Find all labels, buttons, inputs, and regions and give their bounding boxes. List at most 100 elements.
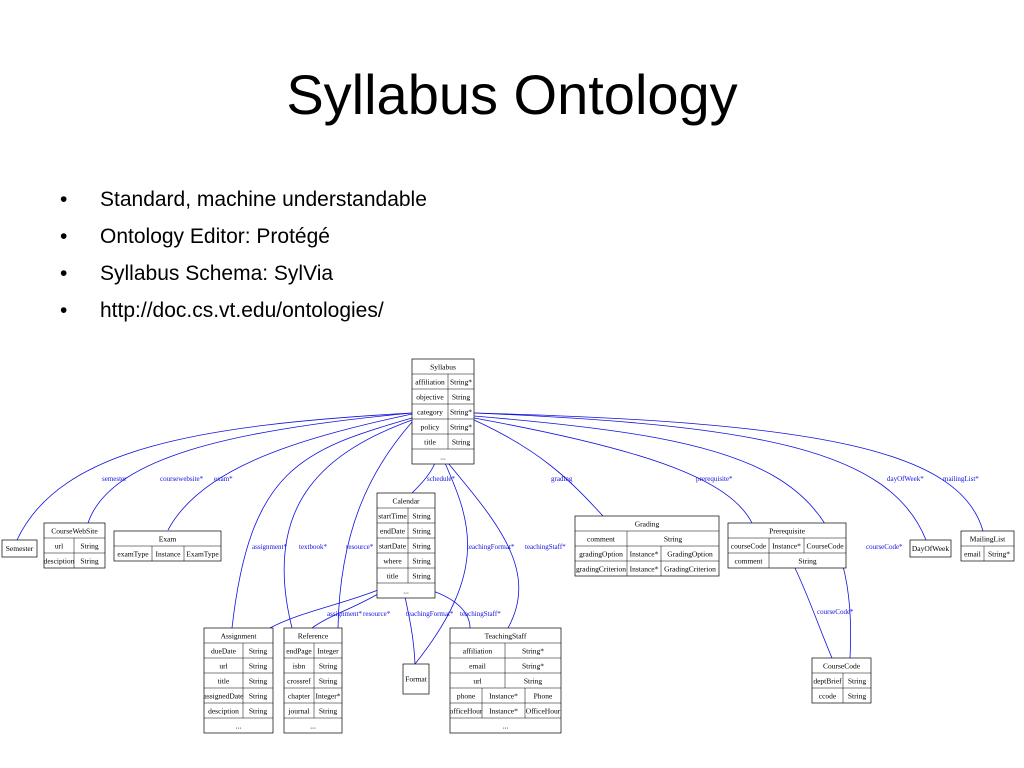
row-cell: email	[469, 662, 486, 671]
row-cell: affiliation	[415, 378, 445, 387]
node-box	[727, 522, 847, 569]
row-cell: crossref	[287, 677, 311, 686]
row-cell: phone	[457, 692, 476, 701]
edge-resource	[337, 421, 413, 629]
edge-label-cal-teachingstaff: teachingStaff*	[460, 610, 501, 618]
bullet-text: Standard, machine understandable	[100, 188, 427, 211]
bullet-text: Syllabus Schema: SylVia	[100, 262, 334, 285]
edge-label-mailinglist: mailingList*	[943, 475, 979, 483]
edge-teachingstaff	[447, 462, 519, 629]
edge-label-coursewebsite: coursewebsite*	[160, 475, 204, 483]
row-cell: Integer*	[316, 692, 341, 701]
row-cell: GradingOption	[667, 550, 713, 559]
edge-label-textbook: textbook*	[299, 543, 327, 551]
row-cell: startTime	[378, 512, 407, 521]
row-cell: String	[412, 542, 431, 551]
row-cell: String	[412, 557, 431, 566]
row-cell: email	[964, 550, 981, 559]
row-cell: String	[249, 692, 268, 701]
row-cell: String	[452, 438, 471, 447]
row-cell: Instance*	[772, 542, 801, 551]
edge-exam	[167, 413, 413, 531]
node-box	[402, 663, 430, 695]
node-semester: Semester	[1, 539, 38, 558]
row-cell: String	[249, 677, 268, 686]
row-cell: String	[452, 393, 471, 402]
row-cell: examType	[117, 550, 149, 559]
row-cell: url	[473, 677, 481, 686]
node-title: Format	[405, 675, 428, 684]
row-cell: GradingCriterion	[664, 565, 716, 574]
row-cell: deptBrief	[813, 677, 842, 686]
node-box	[811, 657, 872, 704]
row-cell: ccode	[819, 692, 837, 701]
edge-label-teachingstaff: teachingStaff*	[525, 543, 566, 551]
node-title: TeachingStaff	[485, 632, 527, 641]
row-cell: String	[249, 707, 268, 716]
node-title: MailingList	[970, 535, 1006, 544]
row-cell: String	[412, 572, 431, 581]
slide-title: Syllabus Ontology	[286, 63, 738, 126]
edge-dayofweek	[473, 412, 927, 541]
row-cell: String	[319, 662, 338, 671]
bullet-item: • Ontology Editor: Protégé	[60, 223, 427, 260]
node-box	[1, 539, 38, 558]
row-cell: isbn	[293, 662, 306, 671]
edge-label-dayofweek: dayOfWeek*	[887, 475, 924, 483]
edge-label-assignment: assignment*	[252, 543, 287, 551]
edge-grading	[473, 419, 604, 517]
row-cell: chapter	[288, 692, 311, 701]
edge-semester	[16, 412, 413, 541]
row-ellipsis: ...	[236, 722, 242, 731]
node-box	[376, 492, 436, 599]
row-cell: String	[524, 677, 543, 686]
row-cell: String	[412, 527, 431, 536]
edge-assignment	[231, 417, 413, 629]
edge-label-cal-assignment: assignment*	[327, 610, 362, 618]
row-cell: Instance*	[630, 565, 659, 574]
row-cell: String	[249, 662, 268, 671]
edge-label-schedule: schedule*	[427, 475, 455, 483]
node-title: CourseCode	[823, 662, 861, 671]
edge-layer	[16, 412, 984, 665]
bullet-item: • Syllabus Schema: SylVia	[60, 260, 427, 297]
row-cell: String*	[988, 550, 1010, 559]
node-title: Prerequisite	[769, 527, 805, 536]
bullet-icon: •	[60, 262, 68, 285]
edge-label-layer: semester coursewebsite* exam* schedule* …	[102, 475, 979, 618]
row-cell: assignedDate	[204, 692, 245, 701]
row-ellipsis: ...	[503, 722, 509, 731]
edge-label-semester: semester	[102, 475, 127, 483]
edge-label-exam: exam*	[214, 475, 233, 483]
node-title: DayOfWeek	[912, 544, 950, 553]
edge-coursecode	[473, 415, 852, 659]
row-cell: String	[80, 542, 99, 551]
edge-schedule	[411, 462, 436, 494]
row-cell: url	[219, 662, 227, 671]
row-cell: String	[249, 647, 268, 656]
edge-label-resource: resource*	[346, 543, 374, 551]
row-cell: ExamType	[186, 550, 219, 559]
node-title: Exam	[159, 535, 177, 544]
node-box	[43, 522, 106, 569]
node-box	[449, 627, 562, 734]
row-cell: comment	[587, 535, 616, 544]
row-cell: OfficeHour	[526, 707, 561, 716]
bullet-icon: •	[60, 225, 68, 248]
edge-prereq-coursecode	[794, 567, 833, 659]
row-cell: comment	[735, 557, 764, 566]
bullet-text: Ontology Editor: Protégé	[100, 225, 330, 248]
row-cell: String*	[450, 378, 472, 387]
row-cell: dueDate	[211, 647, 237, 656]
row-cell: endDate	[380, 527, 406, 536]
node-title: Reference	[298, 632, 329, 641]
edge-prerequisite	[473, 417, 753, 524]
